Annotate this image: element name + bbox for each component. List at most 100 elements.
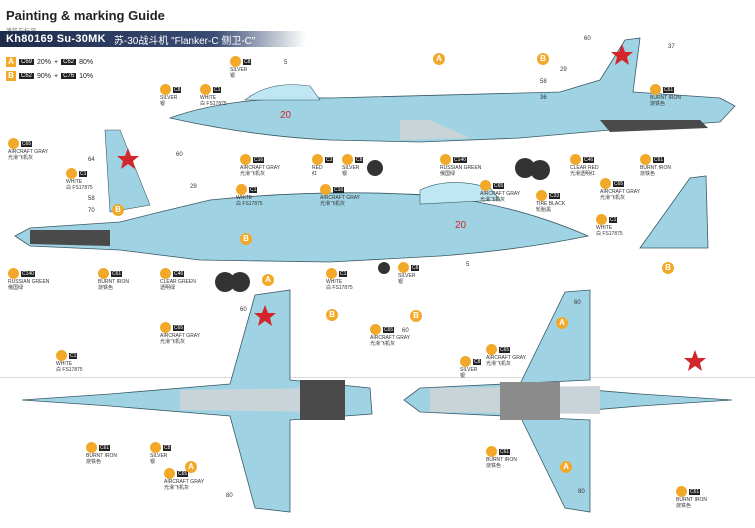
- paint-pot-icon: [98, 268, 109, 279]
- paint-pot-icon: [200, 84, 211, 95]
- legend-pct: 20%: [37, 58, 52, 66]
- red-star-icon: [117, 148, 139, 169]
- paint-pot-icon: [676, 486, 687, 497]
- bottom-view: [403, 289, 733, 513]
- ref-number: 5: [284, 60, 288, 66]
- ref-number: 60: [584, 36, 591, 42]
- paint-pot-icon: [440, 154, 451, 165]
- svg-text:20: 20: [280, 110, 292, 121]
- scheme-letter: B: [410, 310, 422, 322]
- paint-pot-icon: [370, 324, 381, 335]
- paint-pot-icon: [326, 268, 337, 279]
- paint-pot-icon: [230, 56, 241, 67]
- section-divider: [0, 377, 755, 378]
- ref-number: 70: [88, 208, 95, 214]
- scheme-letter: A: [262, 274, 274, 286]
- scheme-letter: A: [433, 53, 445, 65]
- scheme-letter: A: [185, 461, 197, 473]
- legend-row-a: A C69 20% + C62 80%: [6, 57, 93, 67]
- legend-tag: A: [6, 57, 16, 67]
- paint-pot-icon: [480, 180, 491, 191]
- scheme-letter: A: [556, 317, 568, 329]
- paint-pot-icon: [160, 322, 171, 333]
- tail-detail: [639, 175, 709, 249]
- page-title: Painting & marking Guide: [6, 8, 165, 23]
- paint-pot-icon: [650, 84, 661, 95]
- ref-number: 60: [240, 307, 247, 313]
- paint-pot-icon: [86, 442, 97, 453]
- ref-number: 80: [226, 493, 233, 499]
- red-star-icon: [684, 350, 706, 371]
- ref-number: 58: [540, 79, 547, 85]
- legend-pct: 90%: [37, 72, 52, 80]
- paint-pot-icon: [460, 356, 471, 367]
- ref-number: 60: [574, 300, 581, 306]
- ref-number: 29: [560, 67, 567, 73]
- legend-code: C69: [19, 59, 35, 65]
- ref-number: 36: [540, 95, 547, 101]
- paint-pot-icon: [536, 190, 547, 201]
- ref-number: 80: [578, 489, 585, 495]
- ref-number: 37: [668, 44, 675, 50]
- paint-pot-icon: [164, 468, 175, 479]
- legend-code: C76: [61, 73, 77, 79]
- ref-number: 58: [88, 196, 95, 202]
- ref-number: 60: [176, 152, 183, 158]
- paint-pot-icon: [342, 154, 353, 165]
- scheme-letter: B: [112, 204, 124, 216]
- legend-pct: 10%: [79, 72, 94, 80]
- side-view-bottom: 20: [14, 129, 590, 292]
- scheme-letter: B: [537, 53, 549, 65]
- paint-pot-icon: [312, 154, 323, 165]
- paint-pot-icon: [236, 184, 247, 195]
- paint-pot-icon: [8, 268, 19, 279]
- legend-pct: 80%: [79, 58, 94, 66]
- paint-pot-icon: [486, 344, 497, 355]
- legend-code: C62: [19, 73, 35, 79]
- ref-number: 60: [402, 328, 409, 334]
- paint-pot-icon: [240, 154, 251, 165]
- scheme-letter: B: [662, 262, 674, 274]
- paint-pot-icon: [150, 442, 161, 453]
- top-view: [21, 289, 373, 513]
- legend-code: C62: [61, 59, 77, 65]
- legend-row-b: B C62 90% + C76 10%: [6, 71, 93, 81]
- paint-pot-icon: [486, 446, 497, 457]
- red-star-icon: [254, 305, 276, 326]
- paint-pot-icon: [320, 184, 331, 195]
- ref-number: 29: [190, 184, 197, 190]
- paint-pot-icon: [8, 138, 19, 149]
- paint-pot-icon: [596, 214, 607, 225]
- paint-pot-icon: [66, 168, 77, 179]
- scheme-letter: B: [326, 309, 338, 321]
- scheme-letter: B: [240, 233, 252, 245]
- model-name: 苏-30战斗机 "Flanker-C 侧卫-C": [113, 35, 256, 47]
